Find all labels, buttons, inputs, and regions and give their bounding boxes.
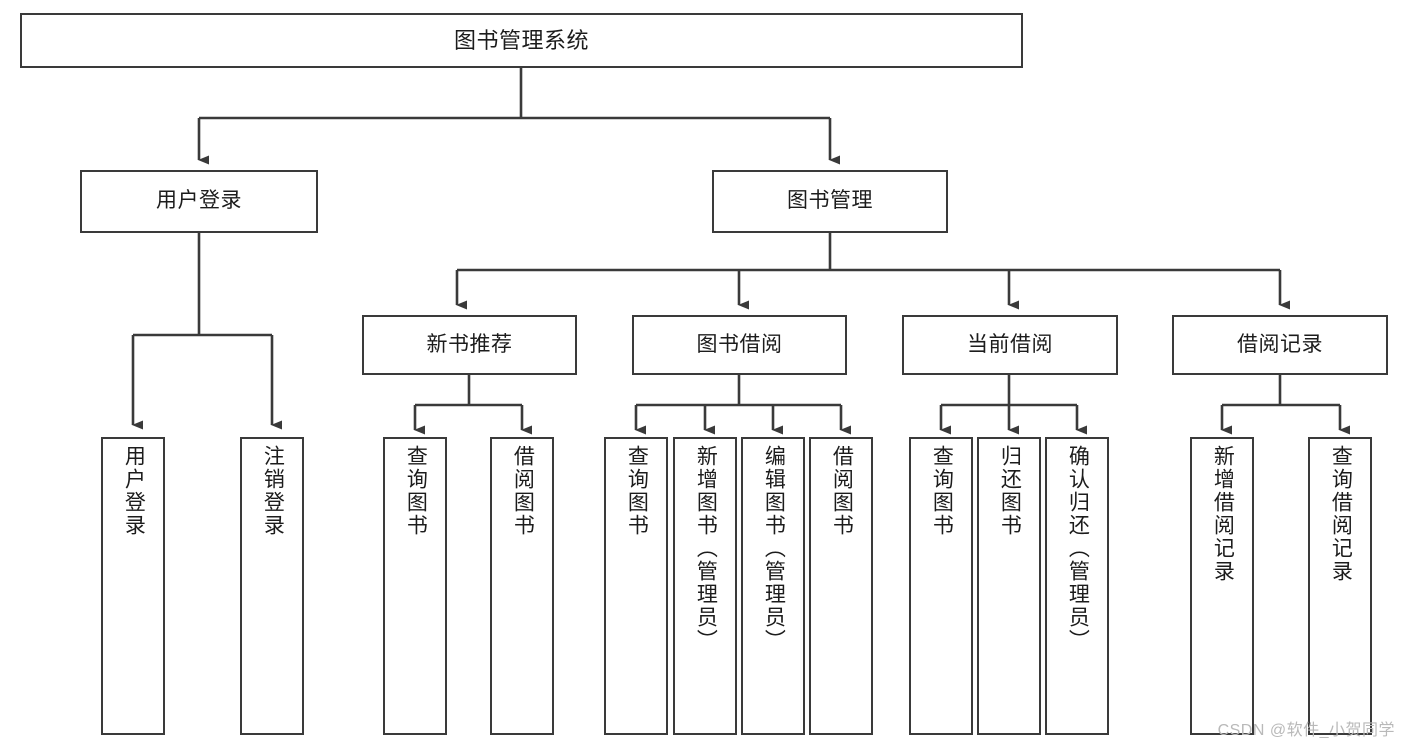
node-label: 新增借阅记录 xyxy=(1211,445,1235,583)
node-label: 注销登录 xyxy=(261,445,285,537)
node-user-login[interactable]: 用户登录 xyxy=(80,170,318,233)
leaf-query-book-current[interactable]: 查询图书 xyxy=(909,437,973,735)
watermark: CSDN @软件_小贺同学 xyxy=(1217,722,1395,739)
node-book-management[interactable]: 图书管理 xyxy=(712,170,948,233)
leaf-borrow-book-new[interactable]: 借阅图书 xyxy=(490,437,554,735)
leaf-confirm-return-admin[interactable]: 确认归还（管理员） xyxy=(1045,437,1109,735)
leaf-return-book[interactable]: 归还图书 xyxy=(977,437,1041,735)
node-label: 新增图书（管理员） xyxy=(694,445,718,652)
leaf-add-book-admin[interactable]: 新增图书（管理员） xyxy=(673,437,737,735)
leaf-query-book-new[interactable]: 查询图书 xyxy=(383,437,447,735)
node-label: 查询图书 xyxy=(625,445,649,537)
leaf-logout[interactable]: 注销登录 xyxy=(240,437,304,735)
node-book-borrow[interactable]: 图书借阅 xyxy=(632,315,847,375)
node-borrow-records[interactable]: 借阅记录 xyxy=(1172,315,1388,375)
node-label: 当前借阅 xyxy=(967,332,1053,356)
leaf-borrow-book[interactable]: 借阅图书 xyxy=(809,437,873,735)
leaf-query-book-borrow[interactable]: 查询图书 xyxy=(604,437,668,735)
node-root-system[interactable]: 图书管理系统 xyxy=(20,13,1023,68)
node-new-book-recommend[interactable]: 新书推荐 xyxy=(362,315,577,375)
leaf-edit-book-admin[interactable]: 编辑图书（管理员） xyxy=(741,437,805,735)
node-label: 图书借阅 xyxy=(696,332,783,356)
node-label: 确认归还（管理员） xyxy=(1066,445,1090,652)
node-label: 新书推荐 xyxy=(426,332,513,356)
leaf-query-borrow-record[interactable]: 查询借阅记录 xyxy=(1308,437,1372,735)
node-label: 用户登录 xyxy=(156,189,242,213)
node-label: 借阅记录 xyxy=(1237,332,1323,356)
node-label: 借阅图书 xyxy=(830,445,854,537)
node-label: 查询借阅记录 xyxy=(1329,445,1353,583)
leaf-user-login[interactable]: 用户登录 xyxy=(101,437,165,735)
node-label: 编辑图书（管理员） xyxy=(762,445,786,652)
node-label: 借阅图书 xyxy=(511,445,535,537)
node-label: 查询图书 xyxy=(404,445,428,537)
node-label: 图书管理 xyxy=(787,189,873,213)
node-label: 用户登录 xyxy=(122,445,146,537)
node-label: 归还图书 xyxy=(998,445,1022,537)
node-label: 图书管理系统 xyxy=(453,27,589,53)
node-current-borrow[interactable]: 当前借阅 xyxy=(902,315,1118,375)
node-label: 查询图书 xyxy=(930,445,954,537)
leaf-add-borrow-record[interactable]: 新增借阅记录 xyxy=(1190,437,1254,735)
